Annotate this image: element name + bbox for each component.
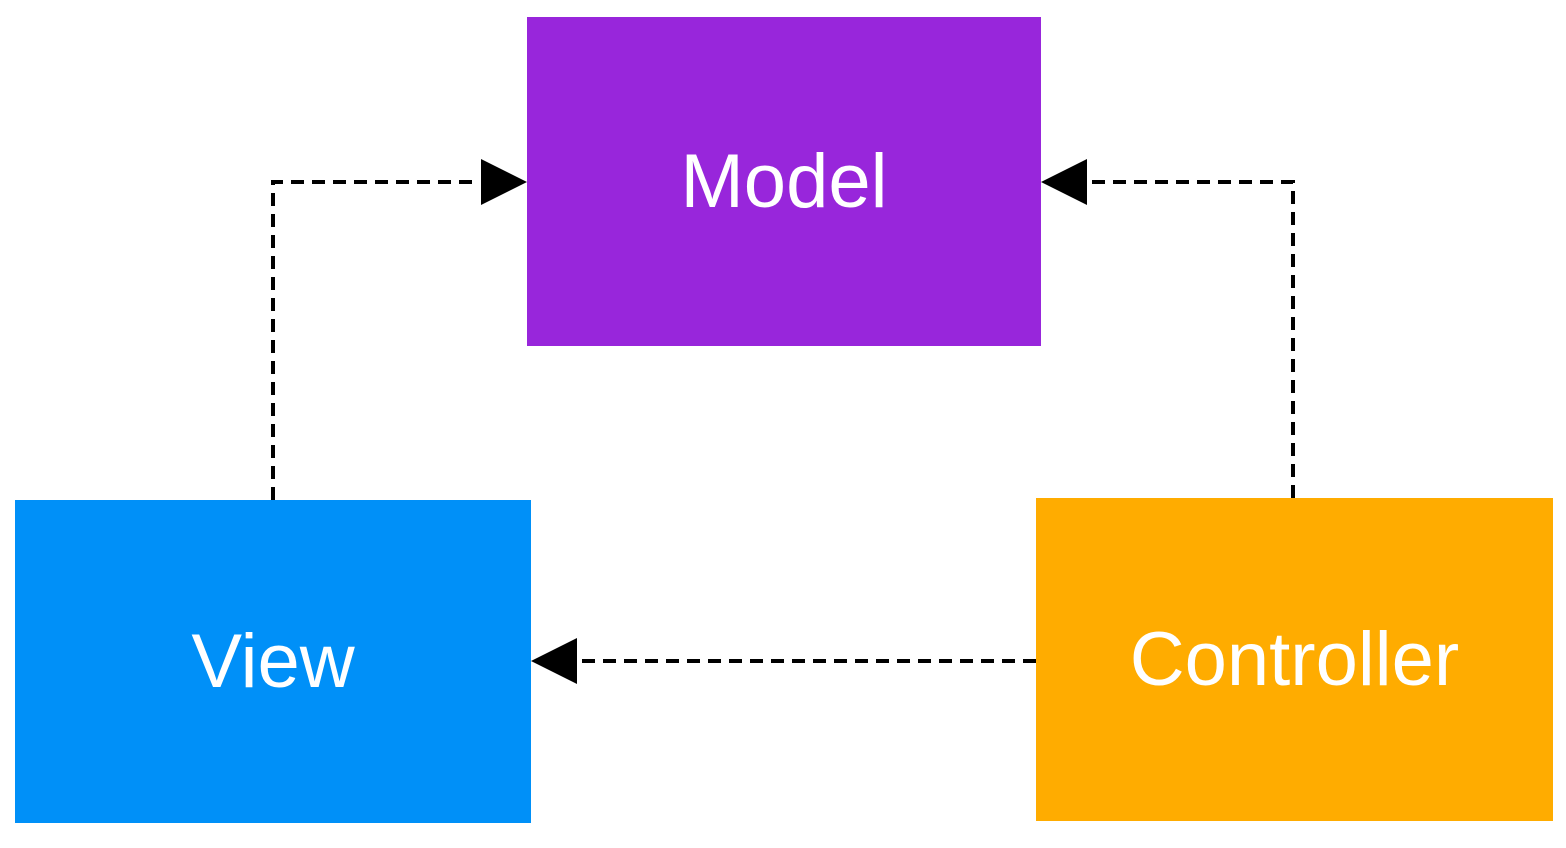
controller-box-label: Controller [1129, 616, 1460, 702]
edge-controller-to-model [1041, 159, 1295, 498]
arrowhead-into-model-right [1041, 159, 1087, 205]
arrowhead-into-view-right [531, 638, 577, 684]
view-box-label: View [191, 618, 355, 704]
arrowhead-into-model-left [481, 159, 527, 205]
model-box: Model [527, 17, 1041, 346]
edge-view-to-model [271, 159, 527, 500]
edge-controller-to-model-line [1088, 180, 1295, 498]
controller-box: Controller [1036, 498, 1553, 821]
edge-controller-to-view [531, 638, 1036, 684]
model-box-label: Model [680, 138, 888, 224]
view-box: View [15, 500, 531, 823]
edge-view-to-model-line [271, 180, 480, 500]
